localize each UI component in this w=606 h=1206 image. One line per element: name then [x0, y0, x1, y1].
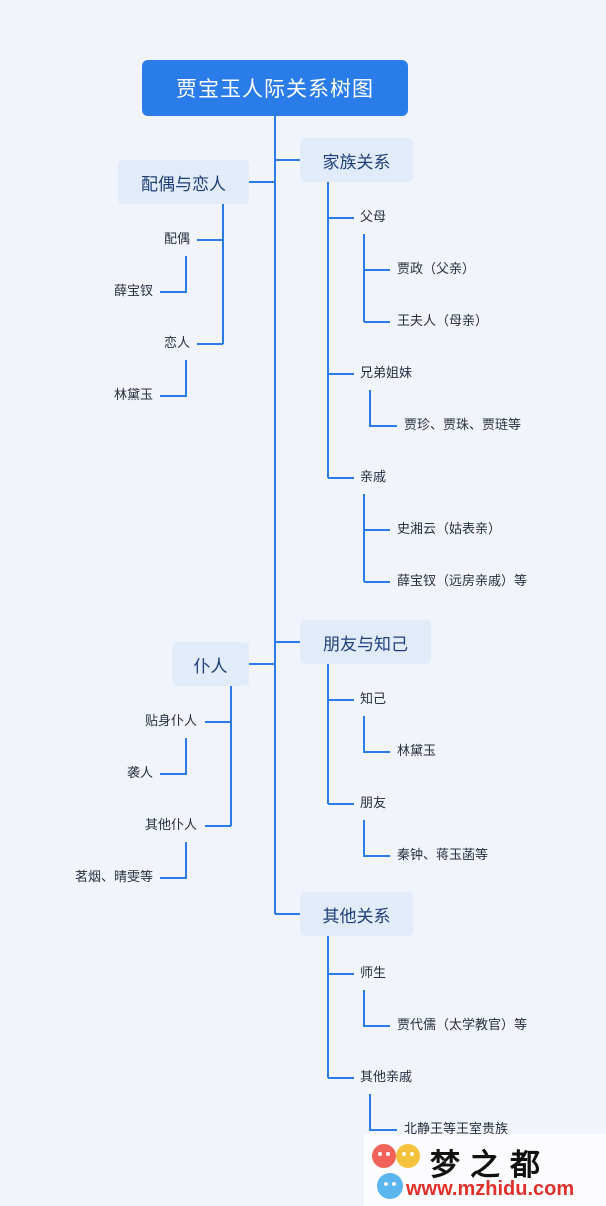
mother-label: 王夫人（母亲）: [397, 314, 489, 329]
servants-node: 仆人: [172, 642, 249, 686]
root-node: 贾宝玉人际关系树图: [142, 60, 408, 116]
friends-node: 朋友与知己: [300, 620, 431, 664]
watermark-site-name: 梦之都: [430, 1148, 550, 1183]
teacher-label: 师生: [360, 966, 387, 981]
relatives-label: 亲戚: [360, 470, 387, 485]
other-servants-label: 其他仆人: [144, 818, 197, 833]
parents-label: 父母: [360, 210, 387, 225]
spouse-label: 配偶: [163, 232, 190, 247]
watermark-site-url: www.mzhidu.com: [406, 1178, 575, 1200]
personal-servant-name-label: 袭人: [126, 766, 153, 781]
confidant-label: 知己: [360, 692, 387, 707]
spouse-lovers-node: 配偶与恋人: [118, 160, 249, 204]
site-watermark: 梦之都 www.mzhidu.com: [364, 1134, 606, 1206]
other-relatives-names-label: 北静王等王室贵族: [404, 1122, 509, 1137]
relative2-label: 薛宝钗（远房亲戚）等: [397, 574, 528, 589]
friend-names-label: 秦钟、蒋玉菡等: [397, 848, 489, 863]
teacher-name-label: 贾代儒（太学教官）等: [397, 1018, 528, 1033]
other-relatives-label: 其他亲戚: [360, 1070, 413, 1085]
siblings-label: 兄弟姐妹: [360, 366, 413, 381]
other-relations-node: 其他关系: [300, 892, 413, 936]
chat-bubbles-logo-icon: [372, 1144, 420, 1199]
family-relations-node: 家族关系: [300, 138, 413, 182]
father-label: 贾政（父亲）: [397, 262, 476, 277]
personal-servant-label: 贴身仆人: [144, 714, 197, 729]
lover-label: 恋人: [163, 336, 190, 351]
siblings-names-label: 贾珍、贾珠、贾琏等: [404, 418, 522, 433]
other-servants-names-label: 茗烟、晴雯等: [74, 870, 153, 885]
spouse-name-label: 薛宝钗: [113, 284, 153, 299]
confidant-name-label: 林黛玉: [397, 744, 437, 759]
friend-label: 朋友: [360, 796, 387, 811]
lover-name-label: 林黛玉: [113, 388, 153, 403]
relative1-label: 史湘云（姑表亲）: [397, 522, 502, 537]
